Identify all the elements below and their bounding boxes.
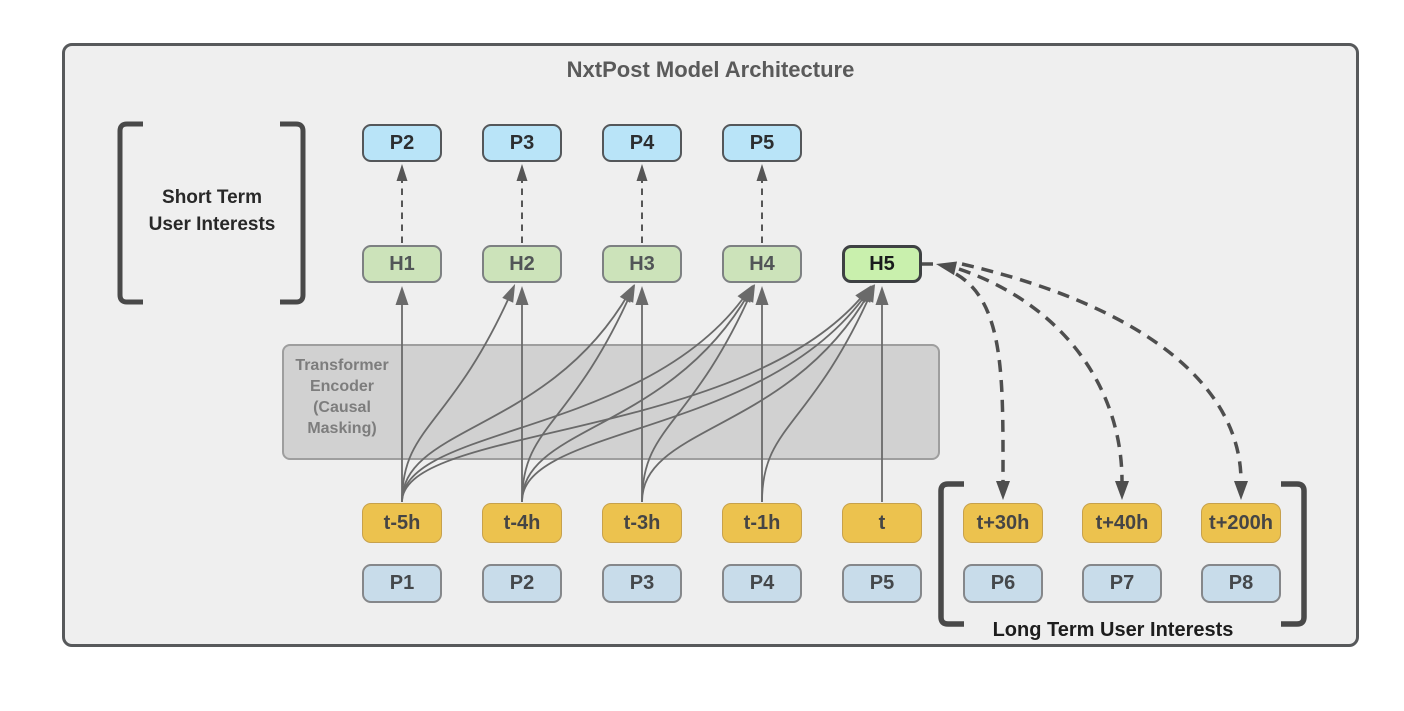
diagram-title: NxtPost Model Architecture: [566, 57, 855, 82]
attention-curve: [521, 292, 750, 503]
input-time-node: t-4h: [482, 503, 562, 543]
attention-arrowhead: [622, 283, 636, 303]
long-term-arrowhead: [1234, 481, 1248, 500]
predicted-post-node: P3: [482, 124, 562, 162]
future-time-node: t+40h: [1082, 503, 1162, 543]
attention-curve: [401, 292, 866, 503]
attention-arrowhead: [755, 286, 769, 305]
input-time-node: t-3h: [602, 503, 682, 543]
future-time-node: t+30h: [963, 503, 1043, 543]
long-term-arrow: [958, 267, 1124, 482]
long-term-arrowhead: [1115, 481, 1129, 500]
attention-curve: [401, 292, 512, 503]
long-term-arrow: [961, 262, 1243, 482]
input-post-node: P2: [482, 564, 562, 603]
hidden-state-node: H2: [482, 245, 562, 283]
predicted-post-node: P5: [722, 124, 802, 162]
hidden-state-node: H4: [722, 245, 802, 283]
transformer-encoder-box: [282, 344, 940, 460]
prediction-arrowhead: [636, 164, 648, 181]
long-term-label: Long Term User Interests: [992, 619, 1234, 641]
future-time-node: t+200h: [1201, 503, 1281, 543]
attention-curve: [641, 292, 752, 503]
input-post-node: P4: [722, 564, 802, 603]
attention-curve: [401, 292, 748, 503]
prediction-arrowhead: [756, 164, 768, 181]
hidden-state-node: H1: [362, 245, 442, 283]
short-term-bracket-left: [117, 121, 143, 305]
attention-curve: [641, 292, 870, 503]
attention-curve: [521, 292, 632, 503]
input-time-node: t: [842, 503, 922, 543]
attention-arrowhead: [502, 283, 516, 303]
transformer-encoder-label: Transformer Encoder (Causal Masking): [295, 357, 389, 437]
hidden-state-node: H3: [602, 245, 682, 283]
short-term-label-line2: User Interests: [148, 214, 276, 235]
future-post-node: P7: [1082, 564, 1162, 603]
attention-curve: [401, 292, 630, 503]
attention-arrowhead: [515, 286, 529, 305]
h5-side-arrowhead: [936, 261, 958, 276]
attention-curve: [521, 292, 868, 503]
predicted-post-node: P4: [602, 124, 682, 162]
long-term-arrowhead: [996, 481, 1010, 500]
long-term-bracket-left: [938, 481, 964, 627]
input-time-node: t-5h: [362, 503, 442, 543]
hidden-state-node: H5: [842, 245, 922, 283]
prediction-arrowhead: [396, 164, 408, 181]
attention-curve: [761, 292, 872, 503]
short-term-label: Short Term User Interests: [119, 184, 305, 238]
future-post-node: P6: [963, 564, 1043, 603]
long-term-arrow: [955, 272, 1005, 482]
attention-arrowhead: [875, 286, 889, 305]
prediction-arrowhead: [516, 164, 528, 181]
attention-arrowhead: [742, 283, 756, 303]
future-post-node: P8: [1201, 564, 1281, 603]
input-post-node: P1: [362, 564, 442, 603]
predicted-post-node: P2: [362, 124, 442, 162]
short-term-label-line1: Short Term: [162, 187, 262, 208]
short-term-bracket-right: [280, 121, 306, 305]
attention-arrowhead: [395, 286, 409, 305]
attention-arrowhead: [862, 283, 876, 303]
long-term-bracket-right: [1281, 481, 1307, 627]
input-time-node: t-1h: [722, 503, 802, 543]
input-post-node: P5: [842, 564, 922, 603]
input-post-node: P3: [602, 564, 682, 603]
attention-arrowhead: [635, 286, 649, 305]
